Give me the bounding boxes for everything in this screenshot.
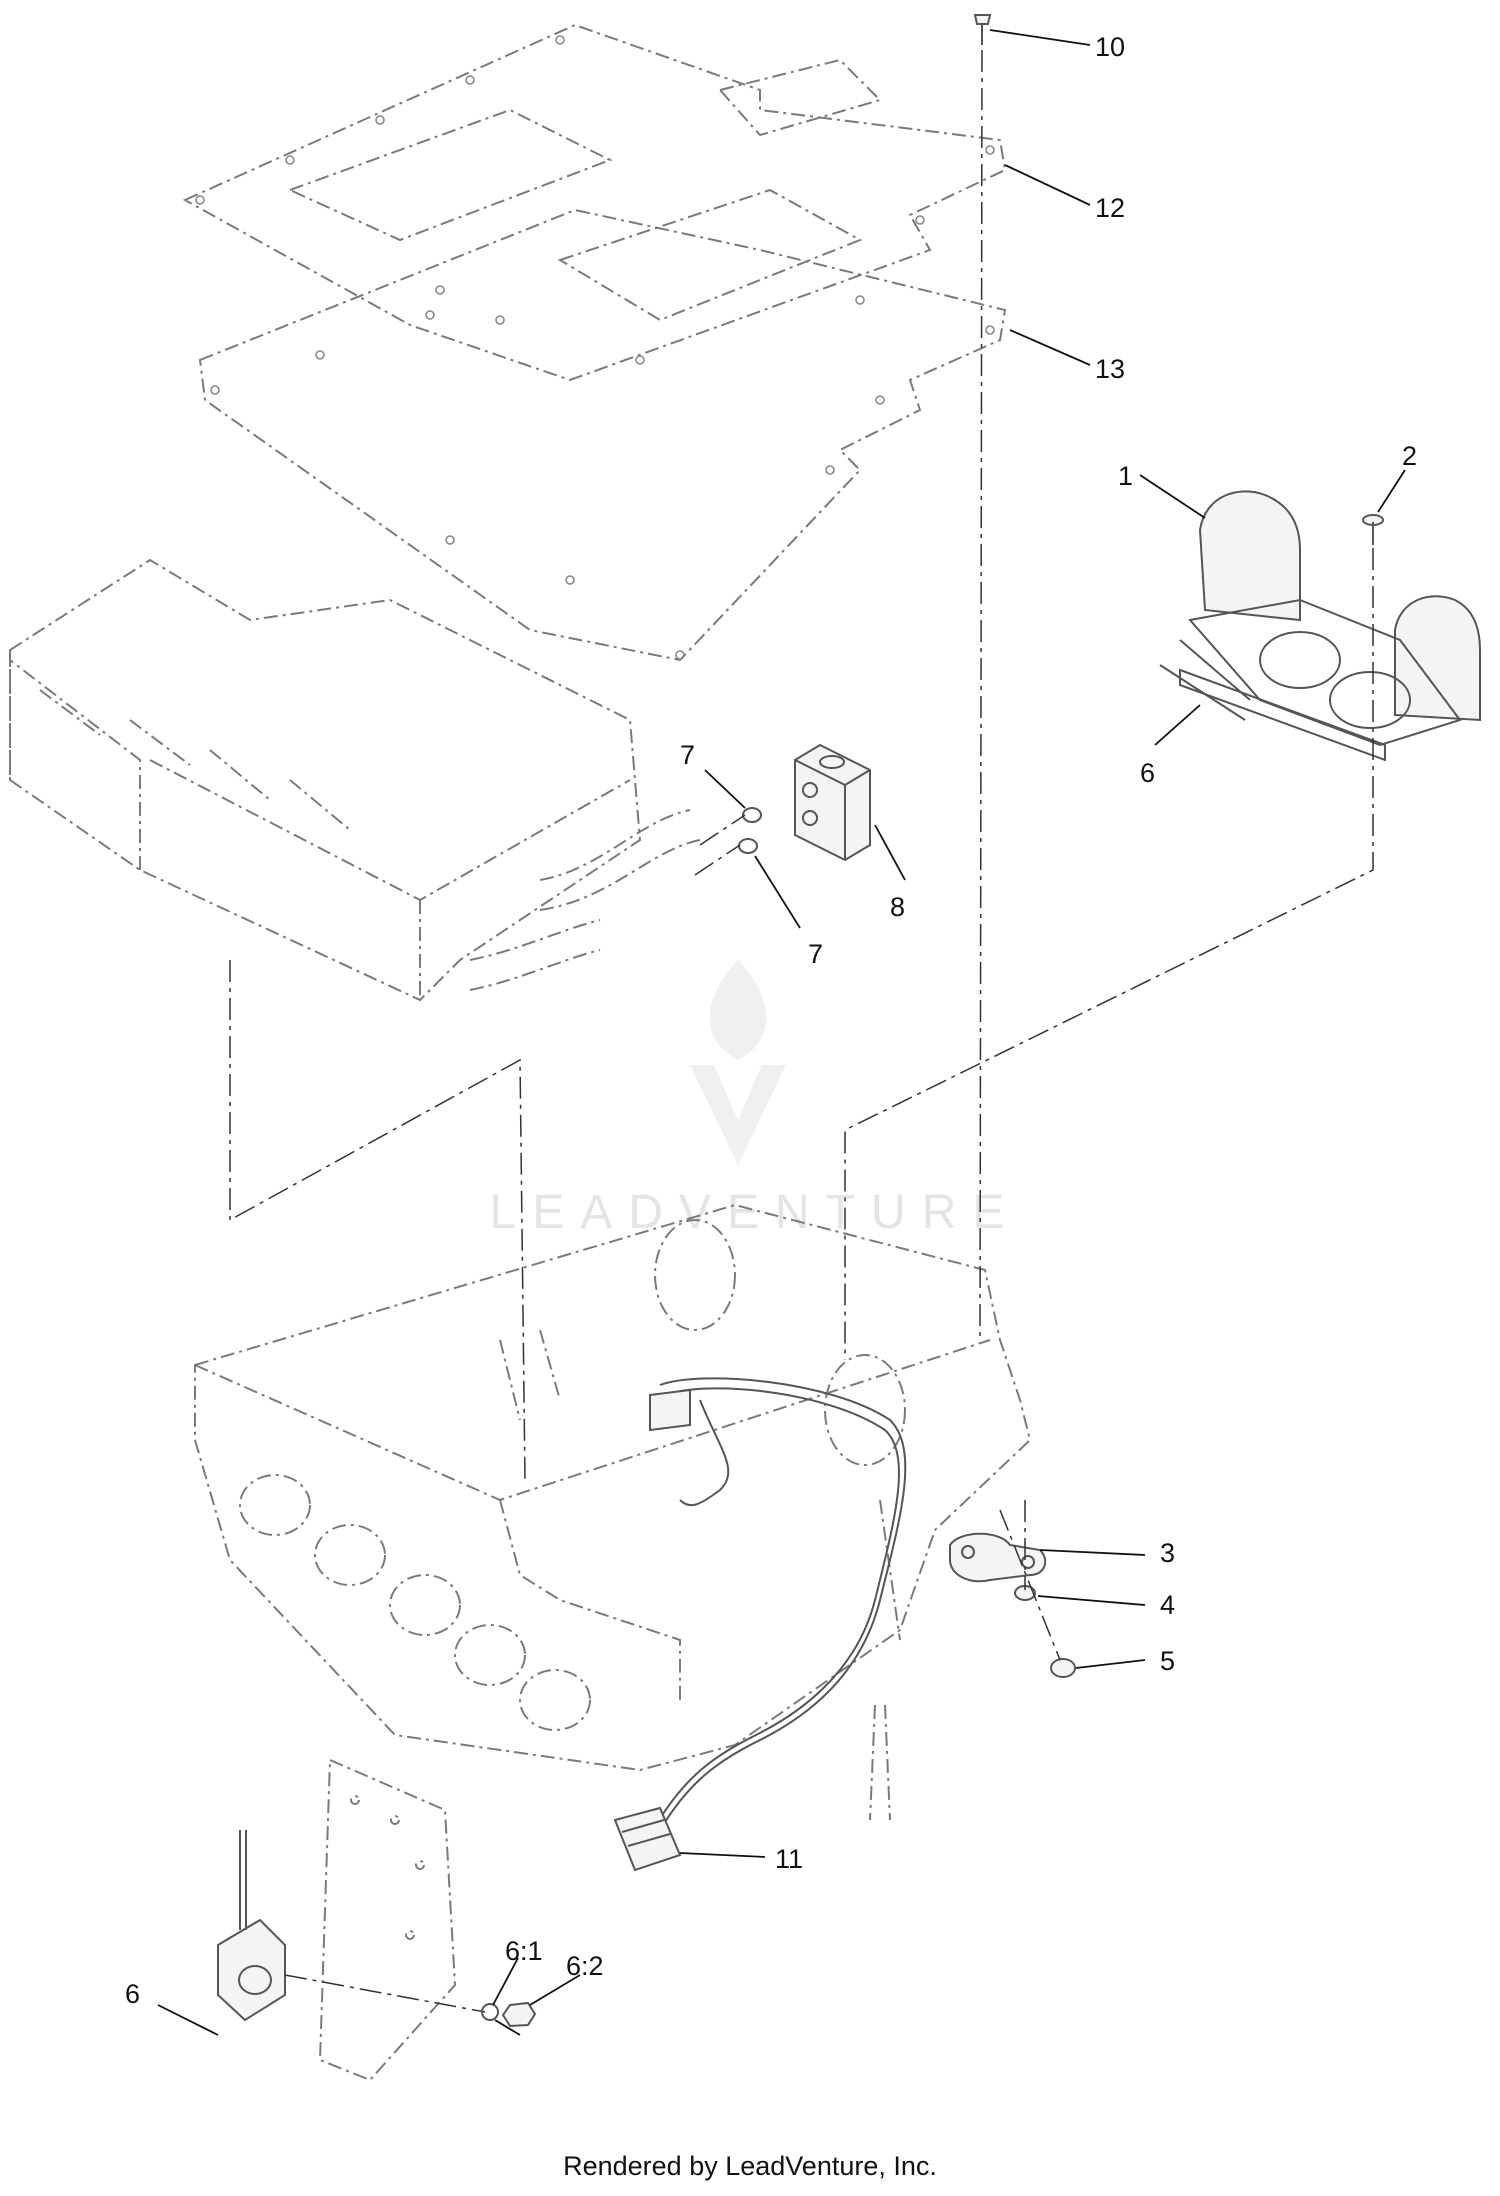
callout-6-1: 6:1 [505,1936,543,1966]
housing-outlets [239,1474,591,1731]
hinge-plate [949,1532,1047,1583]
callout-5: 5 [1160,1646,1175,1676]
callout-8: 8 [890,892,905,922]
callout-6-latch: 6 [125,1979,140,2009]
o-rings [738,807,762,854]
callout-2: 2 [1402,441,1417,471]
seat-bracket [1159,490,1481,762]
cover-plate [182,23,1007,382]
callout-4: 4 [1160,1590,1175,1620]
leader-lines [157,29,1406,2036]
callout-6-2: 6:2 [566,1951,604,1981]
callout-6-seat: 6 [1140,758,1155,788]
callout-13: 13 [1095,354,1125,384]
expansion-valve [794,743,871,862]
watermark: LEADVENTURE [490,960,1021,1239]
assembly-centerlines [229,49,1374,1661]
grommet [1050,1658,1076,1678]
gasket-holes [210,310,995,660]
heater-housing [194,1203,1032,1821]
cover-plate-holes [195,35,995,365]
footer-credit: Rendered by LeadVenture, Inc. [563,2151,937,2181]
watermark-logo-icon [690,960,786,1165]
carriage-bolt [1362,514,1384,545]
push-rivet [973,14,992,45]
callout-11: 11 [775,1844,803,1874]
evaporator-core [9,558,642,1002]
callout-7-lower: 7 [808,939,823,969]
latch-detail [217,1758,537,2082]
callout-labels: 10 12 13 1 2 6 7 8 7 3 4 5 11 6 6:1 6:2 [125,32,1417,2009]
callout-1: 1 [1118,461,1133,491]
callout-12: 12 [1095,193,1125,223]
callout-10: 10 [1095,32,1125,62]
refrigerant-tubes [469,809,701,991]
gasket [198,208,1007,662]
callout-3: 3 [1160,1538,1175,1568]
callout-7-upper: 7 [680,740,695,770]
wire-harness [613,1377,907,1872]
watermark-text: LEADVENTURE [490,1186,1021,1239]
